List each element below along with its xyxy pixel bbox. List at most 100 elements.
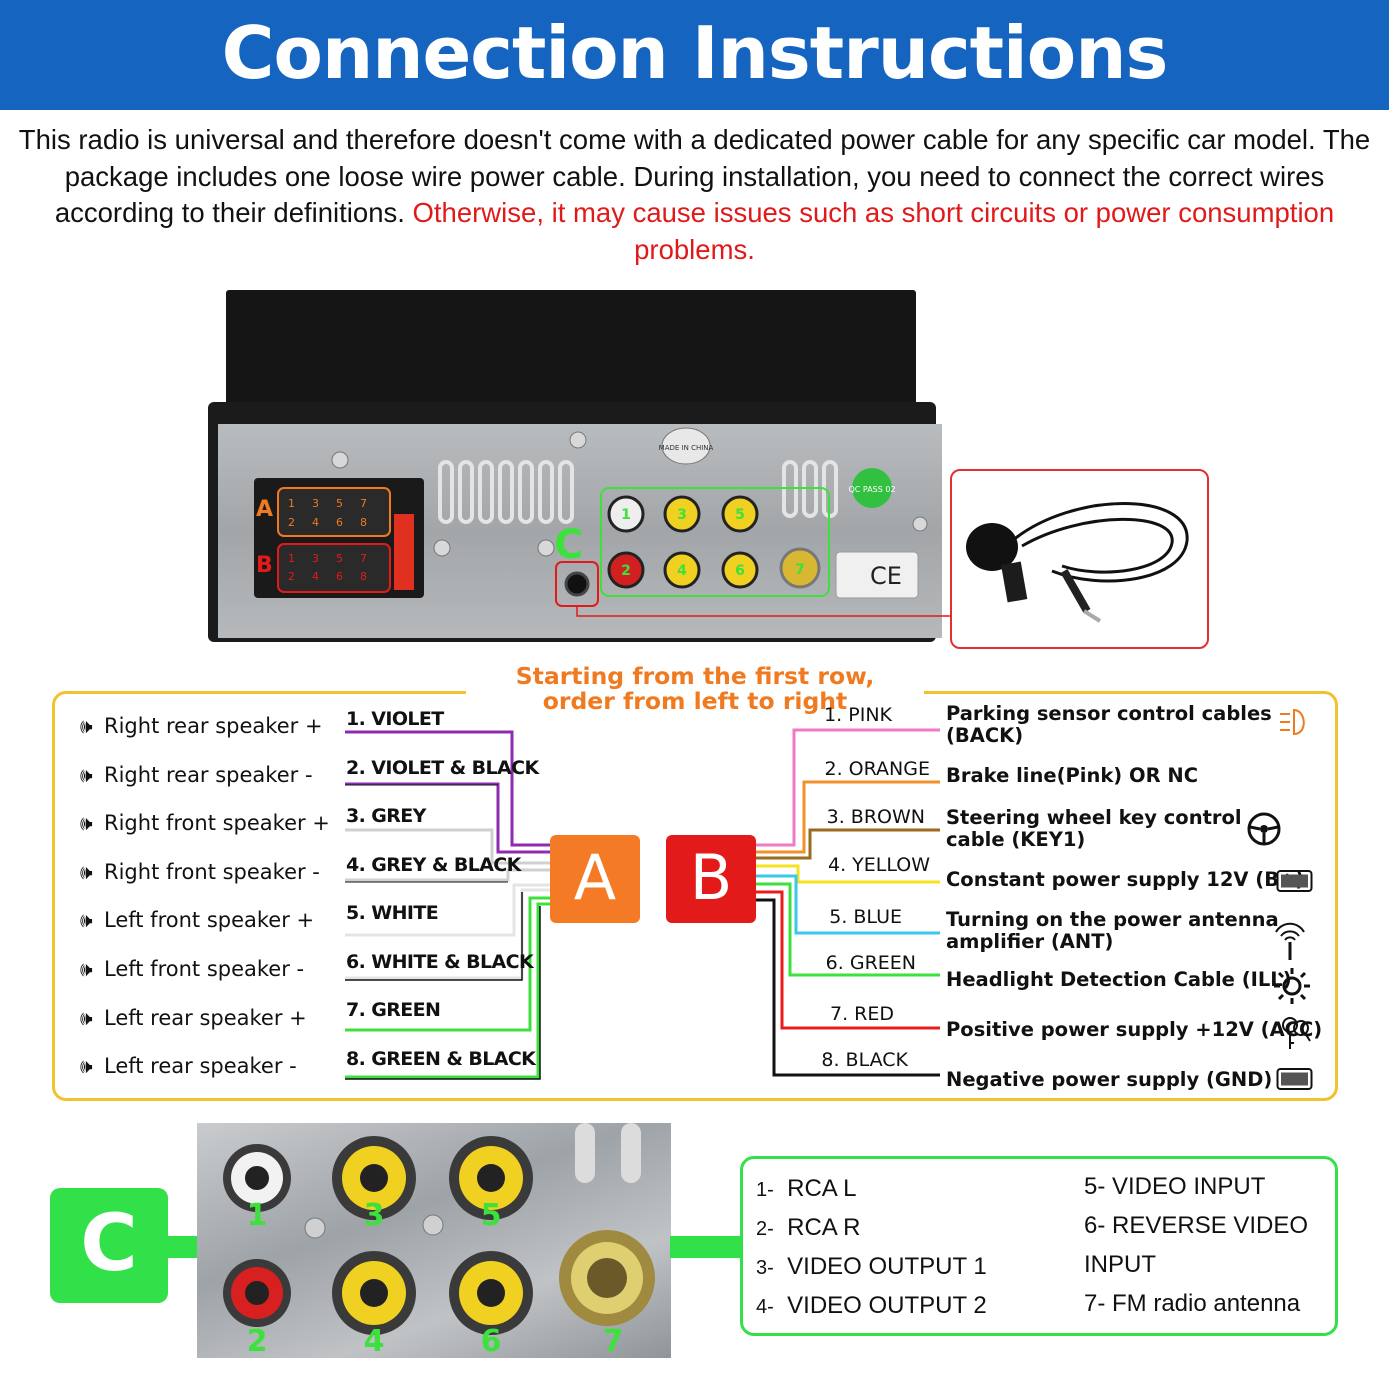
wire-a1-violet — [345, 730, 550, 847]
fuse-holder — [394, 514, 414, 590]
wire-b6-green — [756, 882, 940, 977]
rca-jack-yellow — [721, 495, 759, 533]
wire-b2-orange — [756, 780, 940, 854]
rca-jack-red — [607, 551, 645, 589]
function-label-acc: Positive power supply +12V (ACC) — [946, 1019, 1322, 1041]
speaker-label-1: 🕪Right rear speaker + — [80, 714, 323, 738]
fm-antenna-jack — [779, 547, 821, 589]
radio-back-illustration: A B 1 3 5 7 2 4 6 8 1 3 5 7 2 4 6 8 M — [254, 427, 1208, 617]
speaker-label-text: Right front speaker - — [104, 860, 320, 884]
rca-photo-number: 2 — [247, 1324, 268, 1358]
pin-label: 6 — [336, 570, 343, 583]
rca-photo-number: 5 — [481, 1198, 502, 1233]
pin-label: 1 — [288, 552, 295, 565]
wire-a-label: 1. VIOLET — [346, 708, 444, 730]
qc-label: QC PASS 02 — [848, 485, 895, 494]
wire-a8-stripe — [345, 906, 541, 1080]
screw-icon — [912, 516, 928, 532]
pin-label: 3 — [312, 552, 319, 565]
rca-number: 7 — [795, 562, 805, 578]
function-label-brake: Brake line(Pink) OR NC — [946, 765, 1198, 787]
wire-a3-grey — [345, 828, 550, 865]
rca-legend-text: RCA R — [787, 1214, 861, 1241]
car-keys-icon — [1282, 1017, 1311, 1049]
rca-jack-yellow — [663, 495, 701, 533]
connector-c-badge: C — [50, 1188, 168, 1303]
wire-a-label: 8. GREEN & BLACK — [346, 1048, 536, 1070]
header-banner — [0, 0, 1389, 110]
speaker-label-text: Right front speaker + — [104, 811, 330, 835]
order-note-line1: Starting from the first row, — [515, 662, 875, 690]
pin-label: 5 — [336, 552, 343, 565]
ce-mark: CE — [870, 562, 902, 590]
rca-legend-text: VIDEO OUTPUT 1 — [787, 1253, 987, 1280]
pin-label: 2 — [288, 570, 295, 583]
function-line: Positive power supply +12V (ACC) — [946, 1018, 1323, 1041]
rca-legend-num: 3- — [756, 1257, 774, 1279]
wire-a-label: 7. GREEN — [346, 999, 441, 1021]
rca-number: 2 — [621, 563, 631, 579]
vent-slot — [478, 460, 494, 524]
connector-b-letter: B — [256, 553, 273, 578]
wire-b1-pink — [756, 728, 940, 847]
antenna-icon — [1275, 922, 1305, 960]
pin-label: 4 — [312, 516, 319, 529]
speaker-label-7: 🕪Left rear speaker + — [80, 1006, 307, 1030]
pin-label: 2 — [288, 516, 295, 529]
rear-light-icon — [1280, 708, 1305, 736]
speaker-label-text: Left front speaker - — [104, 957, 305, 981]
vent-slot — [538, 460, 554, 524]
speaker-label-2: 🕪 Right rear speaker - — [80, 763, 313, 787]
rca-number: 5 — [735, 507, 745, 523]
pin-label: 8 — [360, 570, 367, 583]
rca-legend-item: 6- REVERSE VIDEO — [1084, 1212, 1309, 1239]
c-connector-bar — [166, 1236, 200, 1258]
connector-a-block — [277, 487, 391, 537]
battery-icon — [1276, 1068, 1313, 1090]
wire-a4-grey-black — [345, 868, 550, 882]
vent-slot — [438, 460, 454, 524]
function-line: Parking sensor control cables — [946, 702, 1272, 725]
speaker-icon: 🕪 — [80, 1054, 93, 1078]
pin-label: 7 — [360, 552, 367, 565]
speaker-icon: 🕪 — [80, 957, 93, 981]
jack-hole — [360, 1164, 388, 1192]
rca-number: 3 — [677, 507, 687, 523]
battery-icon — [1276, 870, 1313, 892]
rca-closeup-illustration: 1 3 5 2 4 6 7 — [223, 1123, 655, 1358]
wire-a6-stripe — [345, 892, 523, 981]
function-line: Constant power supply 12V (B+) — [946, 868, 1305, 891]
wire-b-label: 4. YELLOW — [827, 854, 930, 876]
screw-icon — [304, 1217, 326, 1239]
wire-a7-green — [345, 896, 550, 1032]
speaker-label-text: Right rear speaker - — [104, 763, 313, 787]
speaker-icon: 🕪 — [80, 763, 93, 787]
wire-b-label: 2. ORANGE — [824, 758, 931, 780]
connector-a-box: A — [550, 835, 640, 923]
wire-b3-brown — [756, 828, 940, 860]
rca-photo-number: 7 — [603, 1324, 624, 1358]
pin-label: 8 — [360, 516, 367, 529]
wire-a-label: 5. WHITE — [346, 902, 439, 924]
pin-label: 5 — [336, 497, 343, 510]
ce-sticker — [835, 551, 919, 599]
function-line: Headlight Detection Cable (ILL) — [946, 968, 1292, 991]
made-in-china-seal — [661, 427, 711, 465]
wire-b8-black — [756, 898, 940, 1077]
jack-hole — [587, 1258, 627, 1298]
rca-jack-yellow — [663, 551, 701, 589]
function-line: Negative power supply (GND) — [946, 1068, 1273, 1091]
pin-label: 1 — [288, 497, 295, 510]
order-note-line2: order from left to right — [542, 687, 848, 715]
intro-text: This radio is universal and therefore do… — [18, 124, 1371, 228]
speaker-label-8: 🕪Left rear speaker - — [80, 1054, 297, 1078]
vent-slot — [558, 460, 574, 524]
wire-b-label: 7. RED — [829, 1003, 894, 1025]
steering-wheel-icon — [1247, 812, 1281, 846]
speaker-label-4: 🕪Right front speaker - — [80, 860, 320, 884]
function-label-back: Parking sensor control cables (BACK) — [946, 703, 1272, 747]
wire-a-label: 4. GREY & BLACK — [346, 854, 521, 876]
vent-slot — [458, 460, 474, 524]
screw-icon — [433, 539, 451, 557]
